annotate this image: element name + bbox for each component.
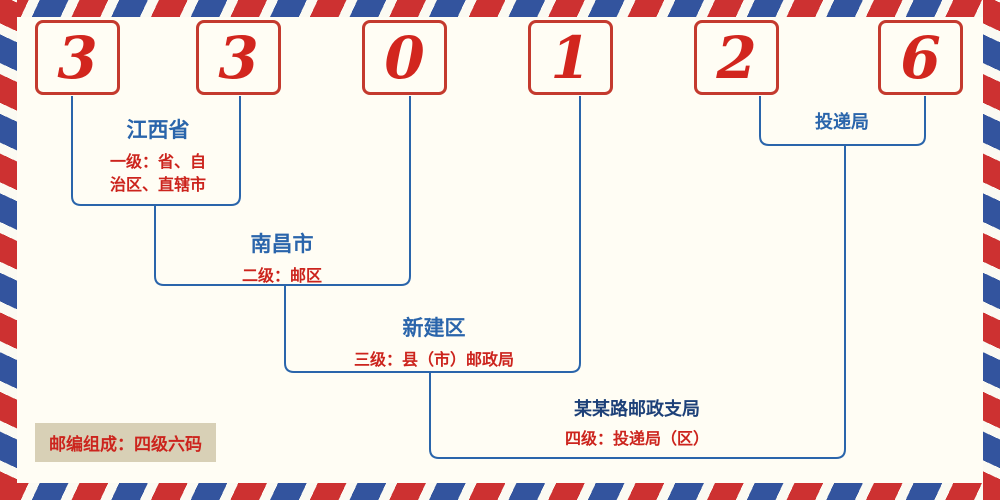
level4-label-group: 某某路邮政支局 四级：投递局（区） xyxy=(565,395,709,450)
bracket-level3 xyxy=(284,96,581,373)
level2-description: 二级：邮区 xyxy=(241,266,323,285)
delivery-bureau-label: 投递局 xyxy=(815,112,869,133)
bracket-level4 xyxy=(429,145,846,459)
airmail-border-bottom xyxy=(0,483,1000,500)
level1-desc-line1: 一级：省、自 xyxy=(109,152,207,171)
bracket-delivery xyxy=(759,96,926,146)
level3-place-name: 新建区 xyxy=(402,316,466,340)
postal-digit-3: 0 xyxy=(362,20,447,95)
level2-label-group: 南昌市 二级：邮区 xyxy=(242,228,322,287)
level4-place-name: 某某路邮政支局 xyxy=(573,399,700,420)
postal-digit-2: 3 xyxy=(196,20,281,95)
level1-place-name: 江西省 xyxy=(126,118,190,142)
postal-digit-6: 6 xyxy=(878,20,963,95)
postal-digit-5: 2 xyxy=(694,20,779,95)
level2-place-name: 南昌市 xyxy=(250,232,314,256)
postal-digit-1: 3 xyxy=(35,20,120,95)
airmail-border-top xyxy=(0,0,1000,17)
postal-digit-4: 1 xyxy=(528,20,613,95)
bracket-level2 xyxy=(154,96,411,286)
level1-desc-line2: 治区、直辖市 xyxy=(109,175,207,195)
postal-code-composition-note: 邮编组成：四级六码 xyxy=(35,423,216,462)
level1-label-group: 江西省 一级：省、自 治区、直辖市 xyxy=(110,114,206,196)
level1-description: 一级：省、自 治区、直辖市 xyxy=(110,150,206,196)
airmail-border-right xyxy=(983,0,1000,500)
level3-label-group: 新建区 三级：县（市）邮政局 xyxy=(354,312,514,371)
level4-description: 四级：投递局（区） xyxy=(564,429,710,448)
level3-description: 三级：县（市）邮政局 xyxy=(353,350,515,369)
airmail-border-left xyxy=(0,0,17,500)
